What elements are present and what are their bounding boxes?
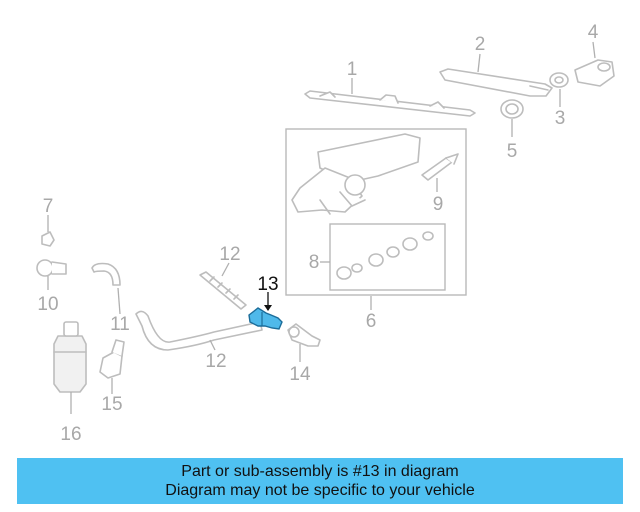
callout-10: 10 xyxy=(37,294,58,315)
banner-line-1: Part or sub-assembly is #13 in diagram xyxy=(181,463,459,480)
part-7-clip[interactable] xyxy=(41,231,55,247)
part-4-cap[interactable] xyxy=(574,59,615,87)
part-13-joint-highlighted[interactable] xyxy=(248,307,283,330)
part-5-grommet[interactable] xyxy=(500,99,524,119)
callout-5: 5 xyxy=(507,141,518,162)
part-11-elbow-hose[interactable] xyxy=(91,262,121,286)
callout-3: 3 xyxy=(555,108,566,129)
info-banner: Part or sub-assembly is #13 in diagram D… xyxy=(17,458,623,504)
part-12-hose-long[interactable] xyxy=(135,310,263,351)
callout-7: 7 xyxy=(43,196,54,217)
callout-16: 16 xyxy=(60,424,81,445)
part-2-wiper-arm[interactable] xyxy=(439,68,553,97)
callout-15: 15 xyxy=(101,394,122,415)
part-1-wiper-blade[interactable] xyxy=(304,90,476,117)
part-14-nozzle[interactable] xyxy=(287,323,321,347)
part-8-seal-kit[interactable] xyxy=(336,231,434,280)
callout-14: 14 xyxy=(289,364,311,385)
assembly-box-8 xyxy=(329,223,446,291)
callout-6: 6 xyxy=(366,311,377,332)
leader-2 xyxy=(477,53,481,73)
leader-4 xyxy=(592,41,596,59)
callout-12b: 12 xyxy=(205,351,226,372)
callout-4: 4 xyxy=(588,22,599,43)
part-3-nut[interactable] xyxy=(549,72,569,88)
leader-12a xyxy=(221,262,230,277)
part-9-bolt[interactable] xyxy=(421,153,459,181)
leader-11 xyxy=(117,287,121,315)
leader-13-arrowhead xyxy=(264,305,272,311)
callout-1: 1 xyxy=(347,59,358,80)
callout-12a: 12 xyxy=(219,244,240,265)
banner-line-2: Diagram may not be specific to your vehi… xyxy=(165,482,475,499)
part-16-reservoir[interactable] xyxy=(53,321,87,393)
callout-2: 2 xyxy=(475,34,486,55)
assembly-box-6 xyxy=(285,128,467,296)
callout-11: 11 xyxy=(110,314,130,335)
callout-13: 13 xyxy=(257,274,278,295)
leader-12b xyxy=(209,339,216,351)
part-12-hose-corrugated[interactable] xyxy=(199,271,247,310)
part-10-connector[interactable] xyxy=(36,259,67,277)
callout-8: 8 xyxy=(309,252,320,273)
part-15-pump[interactable] xyxy=(99,339,125,379)
callout-9: 9 xyxy=(433,194,444,215)
part-6-wiper-motor[interactable] xyxy=(291,133,421,215)
parts-diagram: 1 2 3 4 5 6 9 xyxy=(36,22,615,445)
